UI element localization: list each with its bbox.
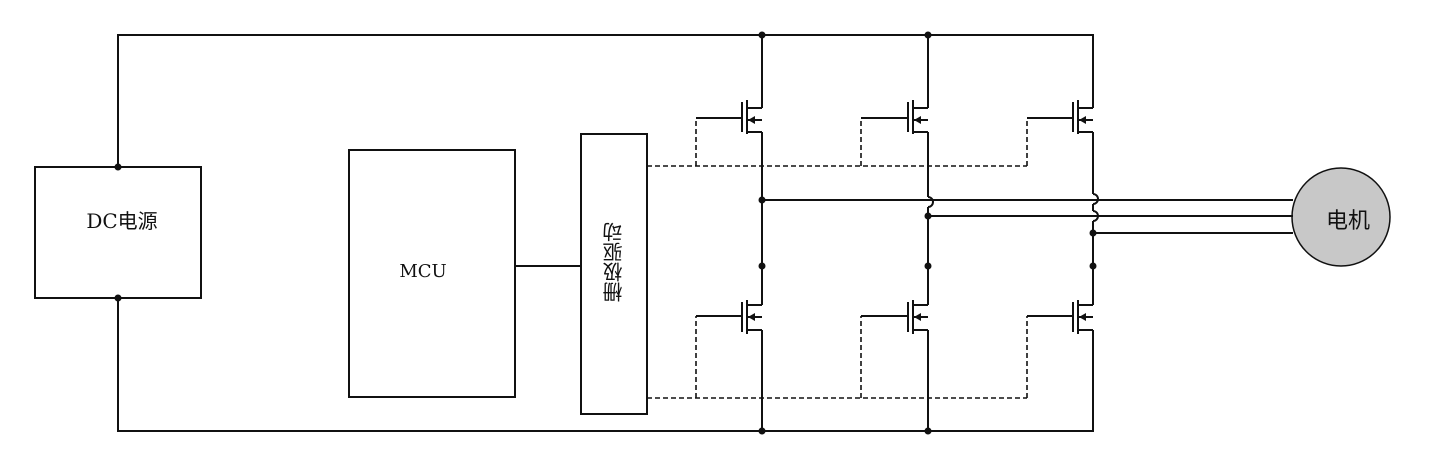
power-rails: [117, 34, 1094, 432]
mosfet-high-1: [696, 100, 762, 134]
motor-label: 电机: [1326, 209, 1370, 234]
mosfet-high-3: [1027, 100, 1093, 134]
mosfet-high-2: [861, 100, 928, 134]
junction-dots: [114, 31, 1097, 435]
gate-signals: [647, 118, 1028, 399]
mosfet-low-3: [1027, 300, 1093, 334]
gate-driver-label: 栅极驱动: [602, 222, 626, 302]
phase-legs: [761, 35, 1099, 431]
mosfet-low-1: [696, 300, 762, 334]
gate-driver-box: [580, 133, 648, 415]
mcu-label: MCU: [399, 261, 446, 282]
mosfet-low-2: [861, 300, 928, 334]
negative-rail: [117, 298, 1094, 432]
mcu-box: [348, 149, 516, 398]
phase-outputs: [762, 199, 1293, 234]
dc-source-label: DC电源: [86, 209, 157, 233]
positive-rail: [117, 34, 1094, 167]
